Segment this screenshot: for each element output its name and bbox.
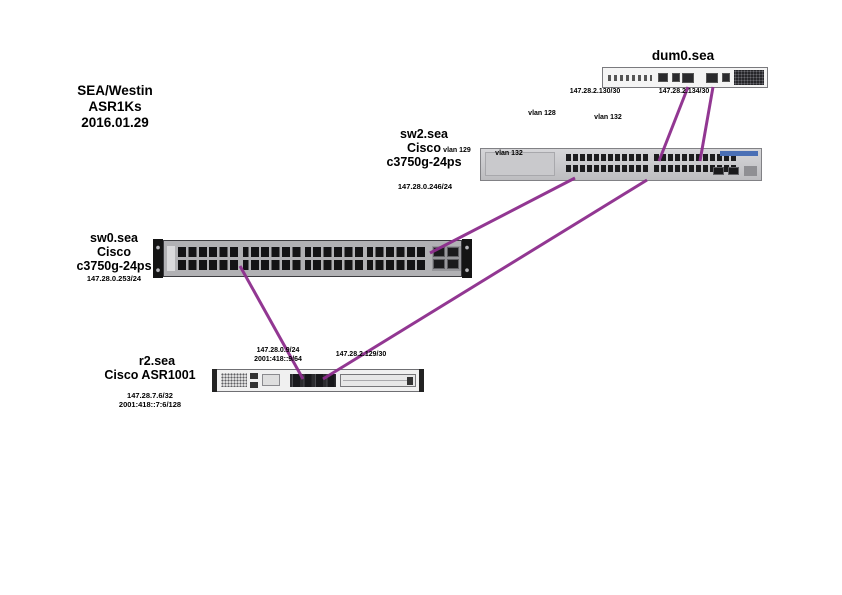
vlan132-switch-label: vlan 132 — [495, 150, 523, 157]
device-sw0 — [153, 239, 472, 278]
dum0-port-icon — [722, 73, 730, 82]
sw2-port-row — [654, 154, 736, 161]
dum0-ip-left-label: 147.28.2.130/30 — [569, 88, 621, 95]
sw0-port-group-gap — [302, 247, 305, 270]
r2-port-ip-a1-label: 147.28.0.9/24 — [256, 347, 300, 354]
diagram-title-line1: SEA/Westin — [77, 83, 153, 98]
dum0-ip-right-label: 147.28.2.134/30 — [658, 88, 710, 95]
sw2-port-row — [566, 154, 648, 161]
sw0-name-label: sw0.sea — [90, 231, 138, 245]
sw0-chassis — [163, 240, 462, 277]
r2-port-ip-a2-label: 2001:418::9/64 — [254, 356, 302, 363]
r2-spa-slot — [340, 374, 416, 387]
vlan129-label: vlan 129 — [443, 147, 471, 154]
sw0-ip-label: 147.28.0.253/24 — [86, 274, 142, 283]
sw2-ip-label: 147.28.0.246/24 — [397, 182, 453, 191]
r2-mgmt-module — [262, 374, 280, 386]
dum0-name-label: dum0.sea — [651, 48, 715, 63]
diagram-title: SEA/Westin ASR1Ks 2016.01.29 — [40, 83, 190, 131]
r2-port-icon — [250, 382, 258, 388]
sw0-vendor-label: Cisco — [96, 245, 132, 259]
r2-port-ip-b-label: 147.28.2.129/30 — [335, 351, 387, 358]
r2-slot-detail — [343, 380, 413, 381]
r2-ip2-label: 2001:418::7:6/128 — [118, 400, 182, 409]
sw2-name-block: sw2.sea Cisco c3750g-24ps — [384, 127, 464, 169]
dum0-vent-grid — [734, 70, 764, 85]
r2-ge-ports — [290, 374, 336, 387]
r2-name-label: r2.sea — [138, 354, 176, 368]
dum0-port-icon — [658, 73, 668, 82]
dum0-front-detail — [608, 75, 652, 81]
r2-rack-ear-left — [212, 369, 217, 392]
sw2-port-row — [566, 165, 648, 172]
link-group — [238, 86, 715, 381]
diagram-title-line2: ASR1Ks — [88, 99, 142, 114]
sw2-sfp-port-icon — [728, 167, 739, 175]
diagram-title-line3: 2016.01.29 — [81, 115, 149, 130]
sw2-sfp-port-icon — [713, 167, 724, 175]
sw0-sfp-port-icon — [447, 259, 459, 269]
device-sw2 — [480, 148, 762, 181]
dum0-port-icon — [672, 73, 680, 82]
sw0-sfp-port-icon — [447, 247, 459, 257]
sw0-rack-ear-right — [462, 239, 472, 278]
r2-slot-latch — [407, 377, 413, 385]
sw0-model-label: c3750g-24ps — [76, 259, 152, 273]
sw0-name-block: sw0.sea Cisco c3750g-24ps — [74, 231, 154, 273]
r2-ip1-label: 147.28.7.6/32 — [127, 391, 173, 400]
device-r2 — [212, 369, 424, 392]
sw0-faceplate — [167, 246, 175, 271]
sw0-sfp-port-icon — [433, 259, 445, 269]
sw0-port-group-gap — [364, 247, 367, 270]
sw2-blank-module — [744, 166, 757, 176]
link-sw2-r2 — [322, 178, 648, 381]
sw2-model-label: c3750g-24ps — [386, 155, 462, 169]
dum0-uplink-port-icon — [706, 73, 718, 83]
cisco-logo-icon — [720, 151, 758, 156]
vlan128-label: vlan 128 — [528, 110, 556, 117]
sw2-vendor-label: Cisco — [406, 141, 442, 155]
sw2-port-row — [654, 165, 736, 172]
sw0-sfp-frame — [432, 246, 461, 271]
sw0-port-group-gap — [240, 247, 243, 270]
r2-vent-grid — [221, 373, 247, 387]
r2-port-icon — [250, 373, 258, 379]
dum0-uplink-port-icon — [682, 73, 694, 83]
sw2-faceplate — [485, 152, 555, 176]
r2-model-label: Cisco ASR1001 — [104, 368, 196, 382]
vlan132-top-label: vlan 132 — [594, 114, 622, 121]
device-dum0 — [602, 67, 768, 88]
sw2-name-label: sw2.sea — [400, 127, 448, 141]
sw0-rack-ear-left — [153, 239, 163, 278]
r2-rack-ear-right — [419, 369, 424, 392]
sw0-sfp-port-icon — [433, 247, 445, 257]
